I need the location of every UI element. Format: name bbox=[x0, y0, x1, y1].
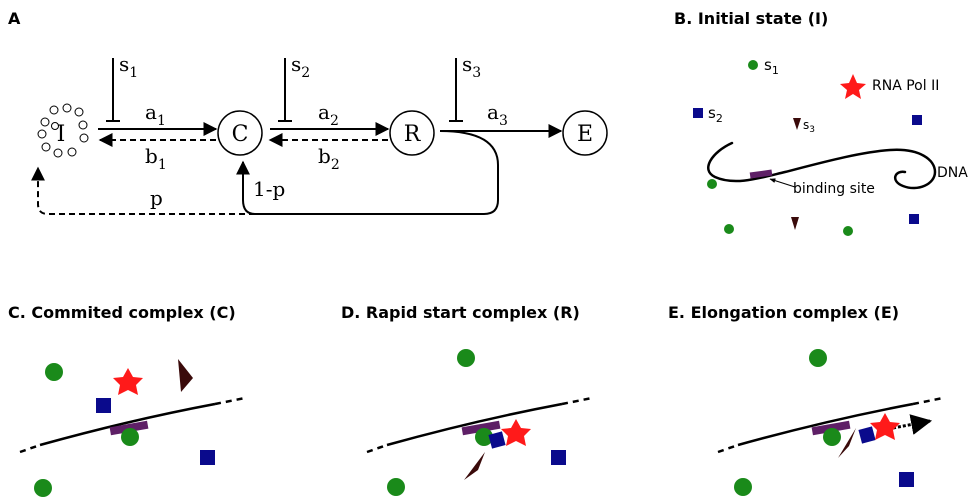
panel-b: B. Initial state (I) s1 RNA Pol II s2 s3… bbox=[674, 9, 968, 236]
s2-e-2 bbox=[899, 472, 914, 487]
state-i: I bbox=[57, 122, 66, 147]
binding-site-mark bbox=[749, 169, 773, 179]
label-a3: a3 bbox=[487, 100, 508, 129]
s1-c-1 bbox=[45, 363, 63, 381]
label-s2: s2 bbox=[291, 52, 310, 81]
s2-c-2 bbox=[200, 450, 215, 465]
label-b2: b2 bbox=[318, 144, 340, 173]
s2-d-2 bbox=[551, 450, 566, 465]
label-a1: a1 bbox=[145, 100, 166, 129]
dna-c bbox=[39, 402, 216, 447]
legend-s3-label: s3 bbox=[803, 118, 815, 135]
legend-rna-pol-label: RNA Pol II bbox=[872, 78, 939, 94]
dna-d-dashed-left bbox=[366, 443, 388, 454]
s1-e-1 bbox=[809, 349, 827, 367]
inhibitor-s1 bbox=[106, 58, 120, 122]
label-s3: s3 bbox=[462, 52, 481, 81]
inhibitor-s2 bbox=[278, 58, 292, 122]
arrow-one-minus-p bbox=[236, 130, 499, 215]
svg-text:C: C bbox=[232, 122, 249, 147]
scattered-s2-2 bbox=[909, 214, 919, 224]
s2-d-bound bbox=[488, 431, 506, 449]
label-p: p bbox=[150, 186, 163, 210]
rna-pol-d bbox=[501, 419, 531, 446]
dna-strand bbox=[707, 141, 937, 190]
dna-c-dashed-right bbox=[214, 396, 246, 406]
scattered-s1-1 bbox=[707, 179, 717, 189]
scattered-s3-1 bbox=[791, 217, 799, 230]
binding-site-d bbox=[461, 420, 501, 436]
state-e: E bbox=[562, 110, 608, 156]
arrow-p bbox=[31, 166, 255, 215]
legend-s2-label: s2 bbox=[708, 104, 723, 125]
label-b1: b1 bbox=[145, 144, 167, 173]
s1-e-bound bbox=[823, 428, 841, 446]
s1-c-bound bbox=[121, 428, 139, 446]
s2-e-bound bbox=[858, 426, 876, 444]
panel-e-label: E. Elongation complex (E) bbox=[668, 303, 899, 322]
dna-label: DNA bbox=[937, 165, 968, 181]
scattered-s1-3 bbox=[843, 226, 853, 236]
binding-site-c bbox=[109, 420, 149, 436]
dna-d-dashed-right bbox=[561, 396, 593, 406]
panel-c: C. Commited complex (C) bbox=[8, 303, 246, 497]
dna-c-dashed-left bbox=[19, 443, 41, 454]
rna-pol-c bbox=[113, 368, 143, 395]
s1-d-bound bbox=[475, 428, 493, 446]
panel-d: D. Rapid start complex (R) bbox=[341, 303, 593, 496]
legend-s1-marker bbox=[748, 60, 758, 70]
scattered-s1-2 bbox=[724, 224, 734, 234]
panel-e: E. Elongation complex (E) bbox=[668, 303, 944, 496]
s1-d-1 bbox=[457, 349, 475, 367]
label-one-minus-p: 1-p bbox=[253, 177, 285, 201]
s2-c-1 bbox=[96, 398, 111, 413]
label-a2: a2 bbox=[318, 100, 339, 129]
legend-s2-marker bbox=[693, 108, 703, 118]
panel-b-label: B. Initial state (I) bbox=[674, 9, 828, 28]
svg-text:R: R bbox=[404, 122, 422, 147]
dna-e-dashed-right bbox=[912, 396, 944, 406]
panel-d-label: D. Rapid start complex (R) bbox=[341, 303, 580, 322]
dna-e bbox=[737, 402, 914, 447]
legend-rna-pol-star bbox=[840, 74, 866, 99]
s1-e-2 bbox=[734, 478, 752, 496]
state-c: C bbox=[217, 110, 263, 156]
inhibitor-s3 bbox=[449, 58, 463, 122]
binding-site-label: binding site bbox=[793, 181, 875, 197]
svg-text:E: E bbox=[577, 122, 593, 147]
binding-site-e bbox=[811, 420, 851, 436]
panel-c-label: C. Commited complex (C) bbox=[8, 303, 236, 322]
panel-a: A I C R E bbox=[8, 9, 608, 215]
scattered-s2-1 bbox=[912, 115, 922, 125]
dna-d bbox=[386, 402, 563, 447]
binding-site-pointer bbox=[769, 178, 796, 188]
dna-e-dashed-left bbox=[717, 443, 739, 454]
s3-d-bound bbox=[464, 452, 485, 480]
s1-c-2 bbox=[34, 479, 52, 497]
elongation-arrow bbox=[892, 414, 933, 435]
panel-a-label: A bbox=[8, 9, 21, 28]
label-s1: s1 bbox=[119, 52, 138, 81]
s3-e-bound bbox=[838, 428, 856, 458]
s3-c bbox=[178, 359, 193, 392]
rna-pol-e bbox=[870, 413, 900, 440]
s1-d-2 bbox=[387, 478, 405, 496]
legend-s3-marker bbox=[793, 118, 801, 130]
state-r: R bbox=[389, 110, 435, 156]
free-molecules-cluster bbox=[37, 103, 89, 158]
legend-s1-label: s1 bbox=[764, 56, 779, 77]
